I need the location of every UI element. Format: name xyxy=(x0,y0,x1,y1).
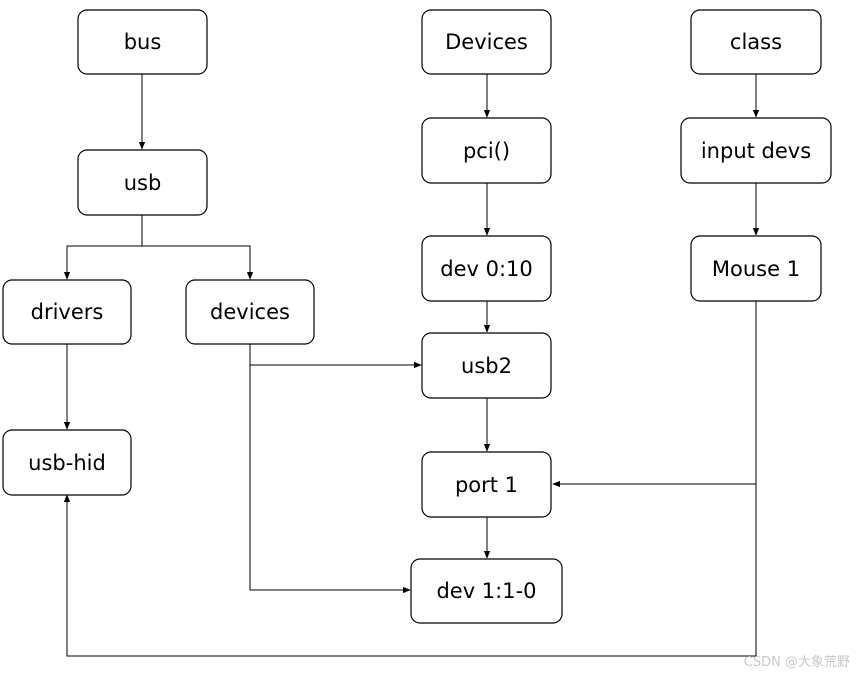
node-usb-label: usb xyxy=(124,171,162,195)
watermark-text: CSDN @大象荒野 xyxy=(744,655,850,670)
node-usb[interactable]: usb xyxy=(77,149,208,216)
edge-devices-usb2 xyxy=(249,344,422,369)
node-devices-label: devices xyxy=(210,300,290,324)
node-bus[interactable]: bus xyxy=(77,9,208,75)
node-usb2[interactable]: usb2 xyxy=(421,332,552,399)
edges xyxy=(63,74,760,657)
node-pci-label: pci() xyxy=(463,139,510,163)
node-class[interactable]: class xyxy=(690,9,822,75)
node-port1-label: port 1 xyxy=(455,473,518,497)
node-input-devs[interactable]: input devs xyxy=(680,117,832,184)
node-port1[interactable]: port 1 xyxy=(421,451,552,518)
edge-mouse1-usb-hid xyxy=(63,484,757,657)
node-usb2-label: usb2 xyxy=(461,354,512,378)
node-Devices-label: Devices xyxy=(445,30,528,54)
edge-mouse1-port1 xyxy=(552,301,757,488)
node-mouse1[interactable]: Mouse 1 xyxy=(690,235,822,302)
node-dev-0-10[interactable]: dev 0:10 xyxy=(421,235,552,302)
node-drivers[interactable]: drivers xyxy=(2,279,132,345)
node-usb-hid[interactable]: usb-hid xyxy=(2,429,132,496)
node-dev-1-1-0[interactable]: dev 1:1-0 xyxy=(410,558,563,624)
edge-usb-devices xyxy=(142,245,254,280)
node-dev-1-1-0-label: dev 1:1-0 xyxy=(436,579,536,603)
node-devices[interactable]: devices xyxy=(185,279,315,345)
edge-devices-dev-1-1-0 xyxy=(249,365,411,594)
node-drivers-label: drivers xyxy=(31,300,104,324)
node-usb-hid-label: usb-hid xyxy=(28,451,106,475)
node-input-devs-label: input devs xyxy=(701,139,811,163)
node-mouse1-label: Mouse 1 xyxy=(712,257,800,281)
edge-usb-drivers xyxy=(63,215,143,280)
node-bus-label: bus xyxy=(124,30,162,54)
node-class-label: class xyxy=(730,30,782,54)
node-dev-0-10-label: dev 0:10 xyxy=(440,257,533,281)
node-pci[interactable]: pci() xyxy=(421,117,552,184)
node-Devices[interactable]: Devices xyxy=(421,9,552,75)
